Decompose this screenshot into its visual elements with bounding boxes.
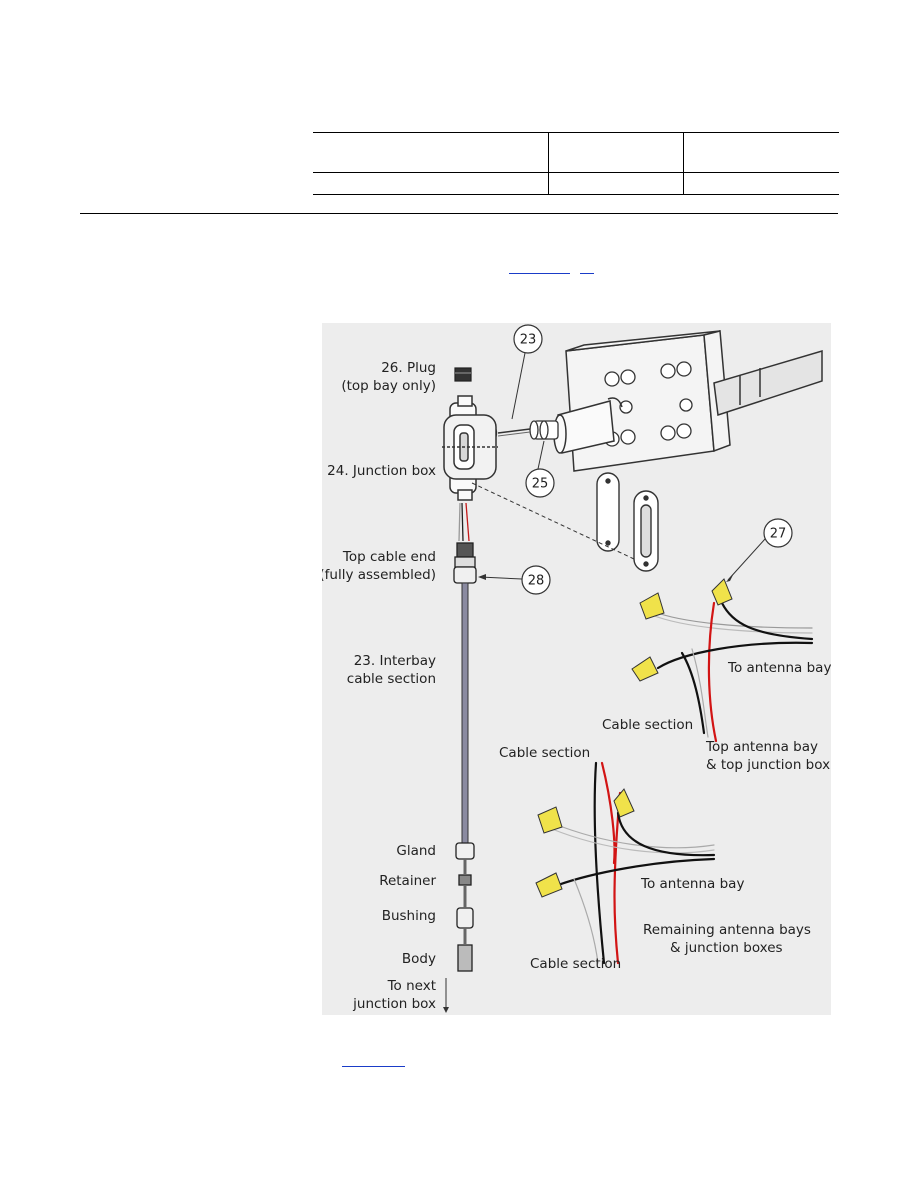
bushing — [456, 907, 474, 929]
plug-26 — [454, 367, 472, 382]
exploded-view-line — [471, 482, 635, 560]
figure-reference-link[interactable] — [509, 273, 570, 274]
cable-fitting-25 — [529, 420, 559, 440]
label-top-bay-line1: Top antenna bay — [705, 739, 818, 755]
page-reference-link[interactable] — [580, 273, 594, 274]
callout-27: 27 — [726, 518, 793, 582]
junction-cover-plates — [596, 472, 659, 572]
table-mid-rule — [313, 172, 839, 173]
section-divider — [80, 213, 838, 214]
label-remaining-line1: Remaining antenna bays — [643, 922, 811, 938]
label-cable-section-bottom: Cable section — [530, 956, 621, 972]
label-to-antenna-bay-top: To antenna bay — [727, 660, 831, 676]
svg-text:25: 25 — [532, 477, 549, 492]
gland — [455, 842, 475, 860]
label-to-antenna-bay-bottom: To antenna bay — [640, 876, 744, 892]
table-col-divider-1 — [548, 132, 549, 194]
junction-wires — [458, 502, 470, 542]
figure-labels: 26. Plug (top bay only) 24. Junction box… — [322, 360, 436, 1012]
top-cable-end — [453, 542, 477, 584]
label-top-cable-end-line2: (fully assembled) — [322, 567, 436, 583]
label-plug-line1: 26. Plug — [381, 360, 436, 376]
svg-text:28: 28 — [528, 574, 545, 589]
junction-box-24 — [442, 395, 498, 501]
label-remaining-line2: & junction boxes — [670, 940, 783, 956]
top-wiring-detail — [651, 601, 814, 743]
body — [457, 944, 473, 972]
callout-28: 28 — [478, 565, 551, 595]
svg-text:27: 27 — [770, 527, 787, 542]
wiring-diagram-figure: 23 25 27 28 — [322, 323, 831, 1015]
label-cable-section-top: Cable section — [602, 717, 693, 733]
wiring-labels: To antenna bay Cable section Top antenna… — [499, 660, 831, 972]
table-bottom-rule — [313, 194, 839, 195]
table-col-divider-2 — [683, 132, 684, 194]
wire-nuts-top — [631, 578, 733, 682]
bottom-cable-end-parts — [455, 842, 475, 972]
label-interbay-line2: cable section — [347, 671, 436, 687]
interbay-cable-23 — [461, 582, 469, 846]
table-top-rule — [313, 132, 839, 133]
label-top-cable-end-line1: Top cable end — [342, 549, 436, 565]
label-to-next-line1: To next — [387, 978, 436, 994]
label-bushing: Bushing — [382, 908, 436, 924]
label-body: Body — [402, 951, 436, 967]
wiring-diagram: 23 25 27 28 — [322, 324, 831, 1013]
label-top-bay-line2: & top junction box — [706, 757, 830, 773]
label-gland: Gland — [396, 843, 436, 859]
label-retainer: Retainer — [379, 873, 436, 889]
bottom-wiring-detail — [551, 761, 716, 965]
label-cable-section-mid: Cable section — [499, 745, 590, 761]
callout-23: 23 — [511, 324, 543, 420]
callout-25: 25 — [525, 440, 555, 498]
label-to-next-line2: junction box — [352, 996, 436, 1012]
antenna-pipe — [553, 397, 623, 454]
label-plug-line2: (top bay only) — [341, 378, 436, 394]
svg-text:23: 23 — [520, 333, 537, 348]
bottom-reference-link[interactable] — [342, 1066, 405, 1067]
retainer — [458, 874, 472, 886]
label-junction-box: 24. Junction box — [327, 463, 436, 479]
label-interbay-line1: 23. Interbay — [354, 653, 436, 669]
mounting-bracket — [565, 330, 823, 472]
wire-nuts-bottom — [535, 788, 635, 898]
